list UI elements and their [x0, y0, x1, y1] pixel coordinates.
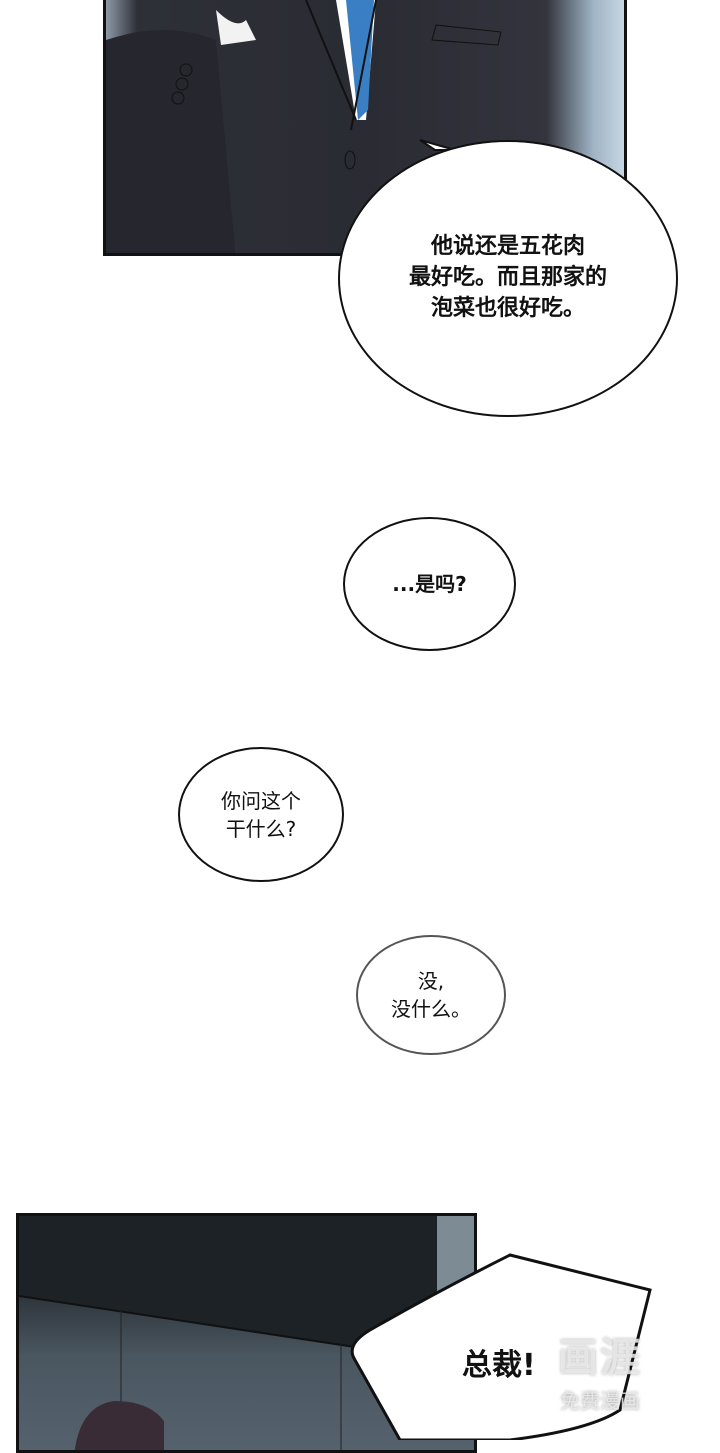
speech-bubble-3: 你问这个 干什么? [178, 747, 344, 882]
speech-bubble-4: 没, 没什么。 [356, 935, 506, 1055]
dialogue-text: ...是吗? [392, 572, 467, 596]
shout-text: 总裁! [462, 1348, 536, 1383]
dialogue-text: 他说还是五花肉 最好吃。而且那家的 泡菜也很好吃。 [408, 234, 607, 321]
speech-bubble-2: ...是吗? [343, 517, 516, 651]
watermark: 画涯 免费漫画 [540, 1325, 660, 1414]
watermark-caption: 免费漫画 [560, 1389, 640, 1413]
watermark-logo: 画涯 [558, 1335, 642, 1381]
dialogue-text: 你问这个 干什么? [221, 788, 301, 841]
dialogue-text: 没, 没什么。 [391, 969, 471, 1021]
speech-bubble-1: 他说还是五花肉 最好吃。而且那家的 泡菜也很好吃。 [338, 140, 678, 417]
suit-illustration [106, 0, 502, 253]
